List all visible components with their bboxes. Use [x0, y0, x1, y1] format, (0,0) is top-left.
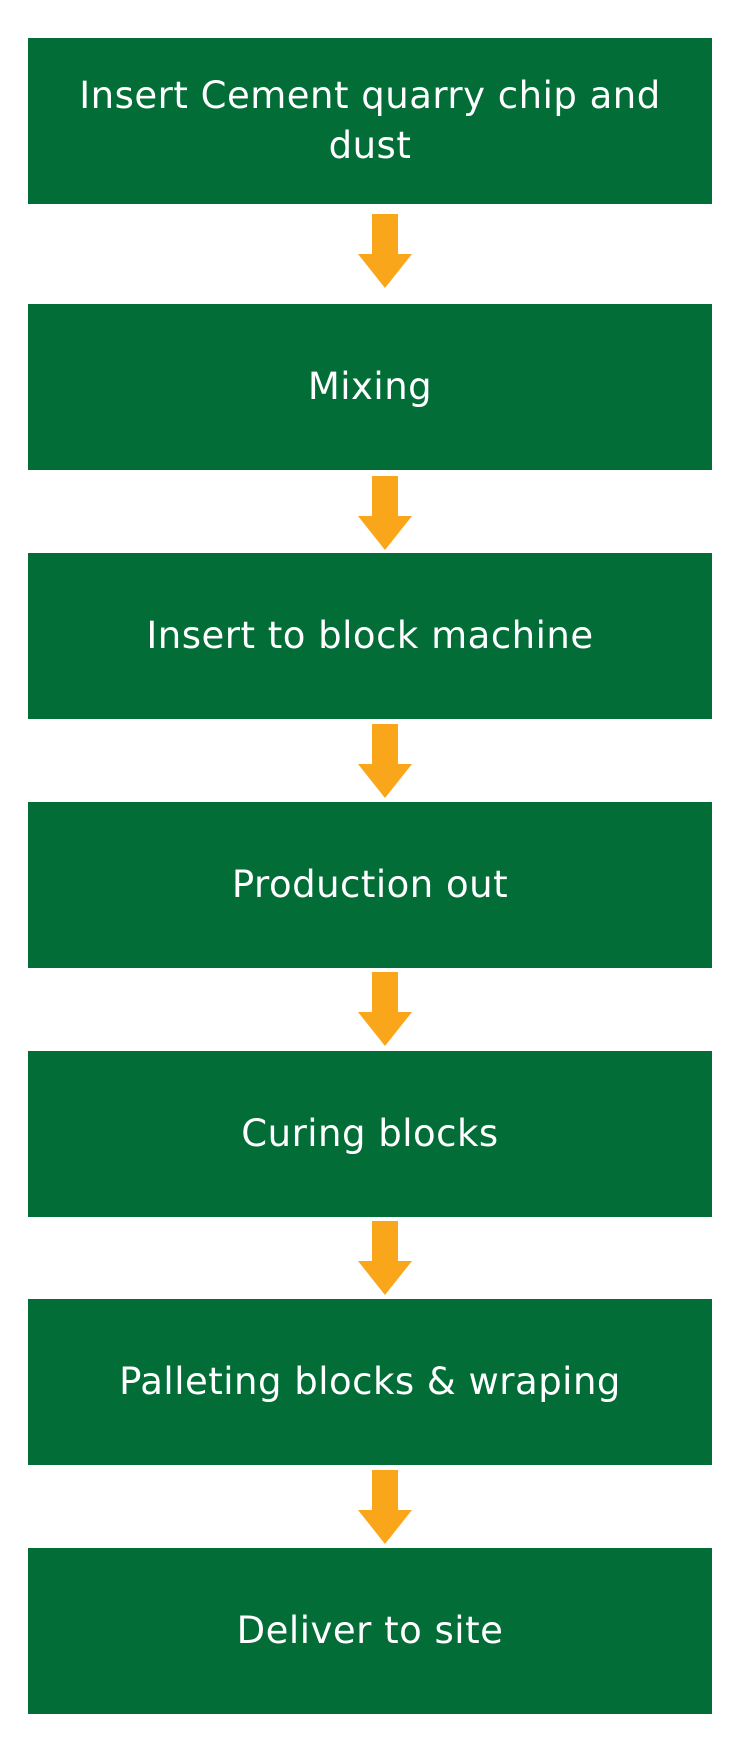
step-production-out: Production out	[28, 802, 712, 968]
arrow-down-icon	[358, 1221, 412, 1295]
step-block-machine: Insert to block machine	[28, 553, 712, 719]
step-curing-blocks: Curing blocks	[28, 1051, 712, 1217]
arrow-down-icon	[358, 972, 412, 1046]
step-deliver: Deliver to site	[28, 1548, 712, 1714]
arrow-down-icon	[358, 214, 412, 288]
arrow-down-icon	[358, 1470, 412, 1544]
arrow-down-icon	[358, 476, 412, 550]
arrow-down-icon	[358, 724, 412, 798]
step-palleting: Palleting blocks & wraping	[28, 1299, 712, 1465]
step-insert-cement: Insert Cement quarry chip and dust	[28, 38, 712, 204]
step-mixing: Mixing	[28, 304, 712, 470]
